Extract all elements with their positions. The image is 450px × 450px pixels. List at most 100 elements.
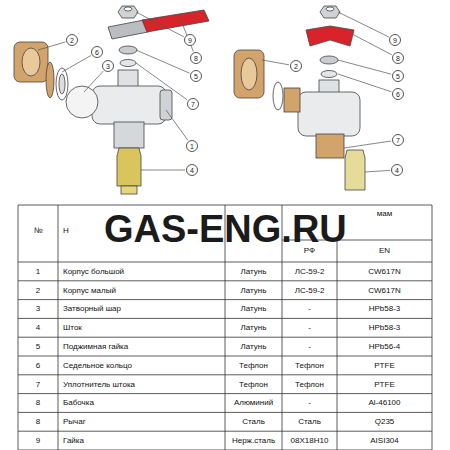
table-cell-text: Алюминий xyxy=(234,398,273,407)
callout-circle: 5 xyxy=(392,70,404,82)
table-cell-text: Гайка xyxy=(63,436,84,445)
callout-number: 2 xyxy=(70,37,74,44)
table-cell: Тефлон xyxy=(282,375,337,394)
table-cell-text: Уплотнитель штока xyxy=(63,380,135,389)
table-cell-text: 8 xyxy=(36,417,40,426)
table-cell: - xyxy=(282,394,337,413)
table-cell-text: CW617N xyxy=(368,267,400,276)
table-cell: 2 xyxy=(18,281,58,300)
header-cell-text: Н xyxy=(63,226,69,235)
table-cell: Латунь xyxy=(225,318,282,337)
leader-line xyxy=(352,34,392,55)
valve-part xyxy=(321,71,337,78)
header-cell: EN xyxy=(337,241,432,259)
table-cell: ЛС-59-2 xyxy=(282,262,337,281)
table-cell: Q235 xyxy=(337,412,432,431)
watermark: GAS-ENG.RU xyxy=(104,208,347,251)
table-cell-text: Латунь xyxy=(241,286,267,295)
table-cell-text: HPb58-3 xyxy=(369,304,401,313)
table-cell: Латунь xyxy=(225,262,282,281)
grid-line xyxy=(18,205,432,206)
table-cell-text: Седельное кольцо xyxy=(63,361,132,370)
table-cell: Al-46100 xyxy=(337,394,432,413)
grid-line xyxy=(18,337,432,338)
table-cell-text: Q235 xyxy=(375,417,395,426)
callout-circle: 4 xyxy=(391,164,403,176)
table-cell-text: - xyxy=(308,304,311,313)
header-cell: Н xyxy=(58,215,88,245)
table-cell-text: Тефлон xyxy=(295,361,324,370)
valve-part xyxy=(316,134,344,158)
callout-number: 8 xyxy=(194,55,198,62)
table-cell: Бабочка xyxy=(58,394,225,413)
table-cell: Рычаг xyxy=(58,412,225,431)
table-cell: CW617N xyxy=(337,281,432,300)
valve-part xyxy=(119,46,137,54)
table-cell: Затворный шар xyxy=(58,300,225,319)
callout-circle: 3 xyxy=(102,60,114,72)
valve-part xyxy=(284,88,300,112)
table-cell-text: 3 xyxy=(36,304,40,313)
table-cell-text: 2 xyxy=(36,286,40,295)
leader-line xyxy=(338,12,389,37)
leader-line xyxy=(136,63,187,100)
table-cell: 4 xyxy=(18,318,58,337)
callout-circle: 8 xyxy=(392,52,404,64)
table-cell: 6 xyxy=(18,356,58,375)
table-cell-text: - xyxy=(308,398,311,407)
table-cell: Латунь xyxy=(225,281,282,300)
header-cell-text: EN xyxy=(379,246,390,255)
grid-line xyxy=(18,299,432,300)
table-cell: ЛС-59-2 xyxy=(282,281,337,300)
right-valve xyxy=(234,6,365,190)
table-cell-text: CW617N xyxy=(368,286,400,295)
callout-number: 6 xyxy=(95,49,99,56)
valve-part xyxy=(120,60,136,67)
callout-circle: 8 xyxy=(190,52,202,64)
leader-lines xyxy=(38,12,392,172)
table-cell-text: 7 xyxy=(36,380,40,389)
leader-line xyxy=(136,50,190,73)
table-cell-text: Сталь xyxy=(298,417,321,426)
valve-part xyxy=(345,150,365,190)
grid-line xyxy=(18,393,432,394)
valve-part xyxy=(56,68,68,100)
callout-number: 6 xyxy=(396,91,400,98)
grid-line xyxy=(58,205,59,450)
table-cell-text: HPb58-3 xyxy=(369,323,401,332)
table-cell: Корпус большой xyxy=(58,262,225,281)
leader-line xyxy=(62,56,91,73)
table-cell-text: Латунь xyxy=(241,323,267,332)
table-cell-text: 8 xyxy=(36,398,40,407)
table-cell-text: Затворный шар xyxy=(63,304,121,313)
valve-part xyxy=(121,186,137,194)
table-cell: HPb56-4 xyxy=(337,337,432,356)
table-cell: 8 xyxy=(18,394,58,413)
table-cell: Уплотнитель штока xyxy=(58,375,225,394)
valve-part xyxy=(118,6,138,18)
callout-circle: 7 xyxy=(392,134,404,146)
table-cell-text: AISI304 xyxy=(370,436,398,445)
table-cell: HPb58-3 xyxy=(337,300,432,319)
valve-part xyxy=(273,82,283,110)
grid-line xyxy=(18,374,432,375)
leader-line xyxy=(166,110,188,140)
valve-part xyxy=(326,7,334,11)
valve-part xyxy=(241,58,257,90)
table-cell: PTFE xyxy=(337,356,432,375)
leader-line xyxy=(365,170,390,172)
table-cell-text: Тефлон xyxy=(239,361,268,370)
grid-line xyxy=(18,431,432,432)
grid-line xyxy=(18,412,432,413)
table-cell-text: ЛС-59-2 xyxy=(295,286,325,295)
table-cell: Корпус малый xyxy=(58,281,225,300)
header-cell-text: № xyxy=(34,226,43,235)
leader-line xyxy=(141,170,185,171)
callout-number: 9 xyxy=(393,37,397,44)
table-cell-text: Тефлон xyxy=(295,380,324,389)
callout-circle: 4 xyxy=(186,164,198,176)
table-cell-text: Поджимная гайка xyxy=(63,342,128,351)
leader-line xyxy=(344,141,391,148)
table-cell-text: Нерж.сталь xyxy=(232,436,275,445)
table-cell-text: ЛС-59-2 xyxy=(295,267,325,276)
